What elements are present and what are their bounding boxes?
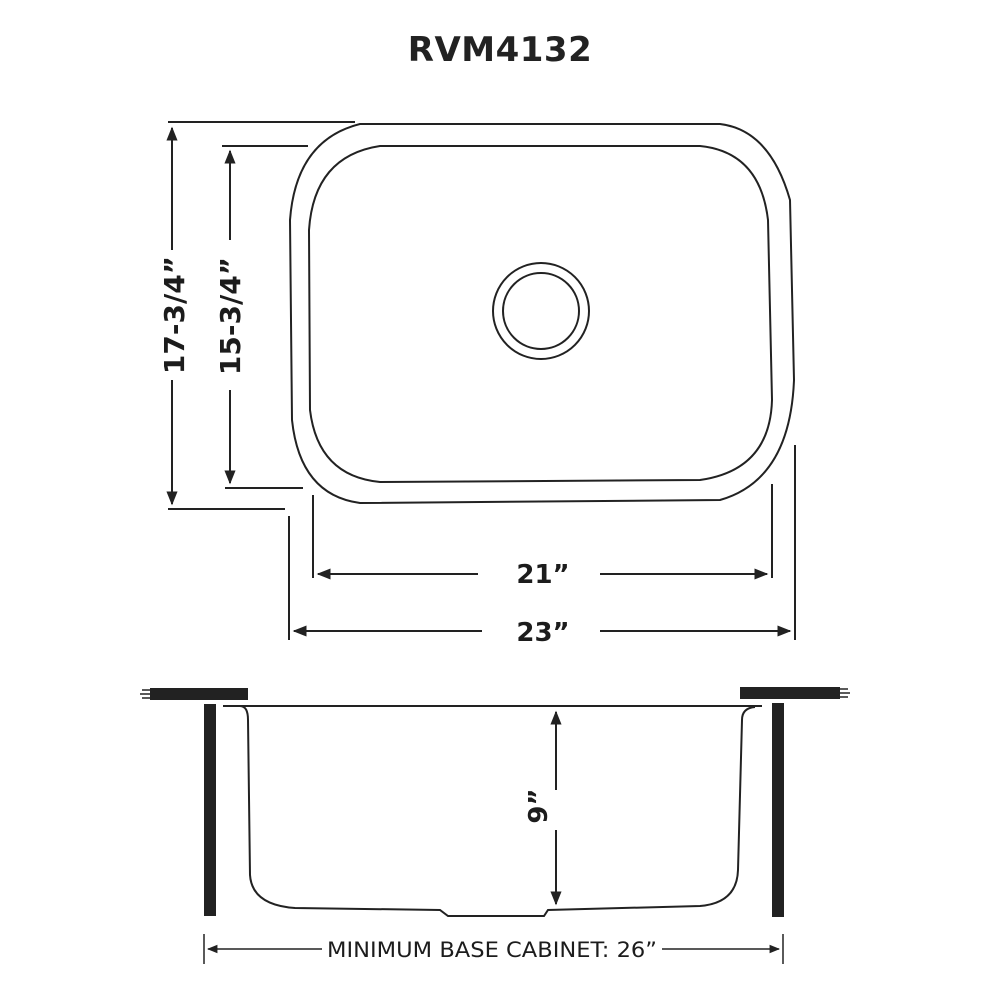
- outer-width-label: 23”: [516, 618, 569, 648]
- sink-outer-rim: [288, 123, 796, 505]
- min-base-cabinet-label: MINIMUM BASE CABINET: 26”: [327, 938, 657, 962]
- countertop-left: [140, 688, 248, 700]
- drain-icon: [492, 262, 590, 360]
- side-view: 9” MINIMUM BASE CABINET: 26”: [140, 687, 850, 964]
- cabinet-wall-left: [204, 704, 216, 916]
- inner-height-label: 15-3/4”: [214, 257, 247, 375]
- sink-inner-bowl: [307, 145, 774, 484]
- model-title: RVM4132: [407, 30, 593, 70]
- inner-width-label: 21”: [516, 560, 569, 590]
- depth-label: 9”: [524, 788, 554, 823]
- sink-bowl-profile: [223, 705, 762, 917]
- cabinet-wall-right: [772, 703, 784, 917]
- countertop-right: [740, 687, 850, 699]
- outer-height-label: 17-3/4”: [158, 256, 191, 374]
- top-view: 17-3/4” 15-3/4” 21” 23”: [158, 121, 796, 648]
